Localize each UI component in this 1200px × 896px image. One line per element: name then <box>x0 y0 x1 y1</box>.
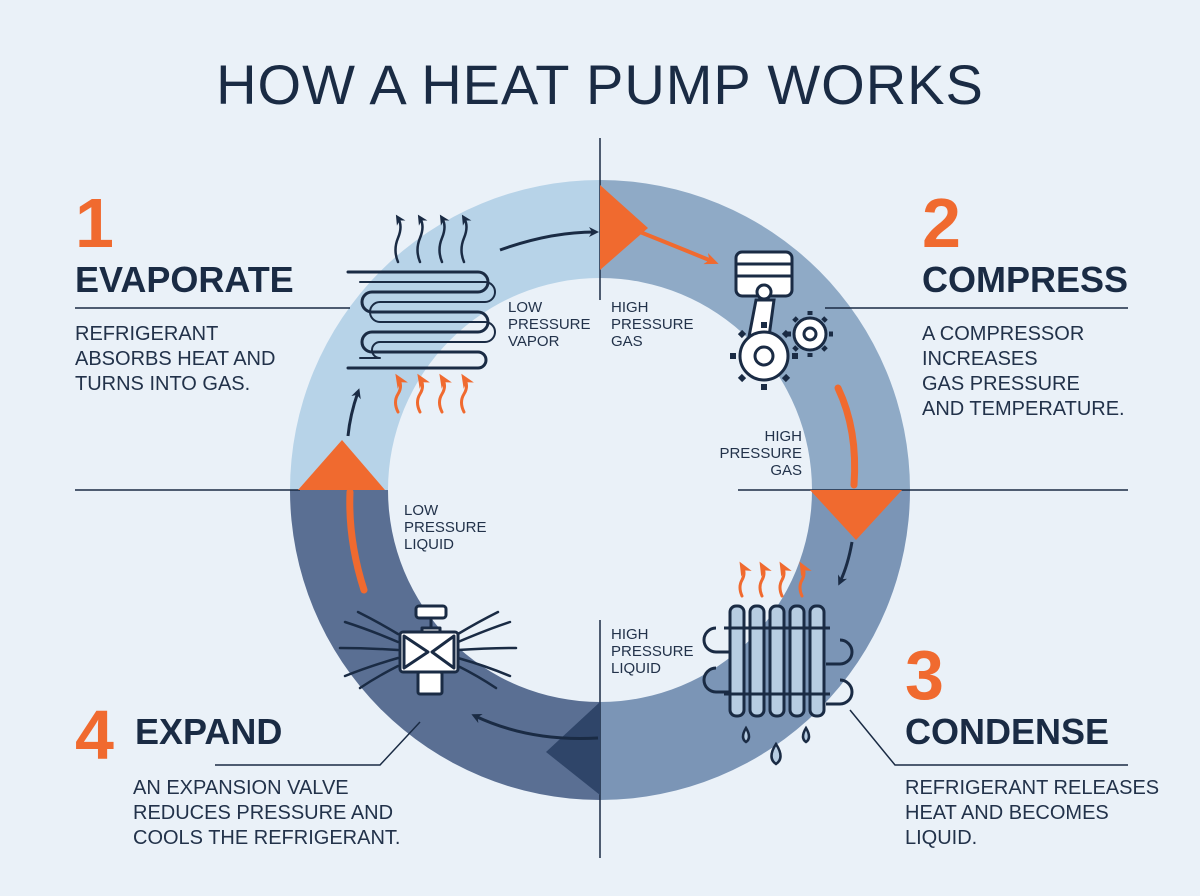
flow-arrow-orange-right <box>834 384 859 489</box>
triangle-marker-right <box>810 490 902 540</box>
large-gear <box>730 322 798 390</box>
compressor-piston-gear-icon <box>730 250 833 390</box>
flow-arrow-top <box>499 227 599 252</box>
step-1-description: REFRIGERANT ABSORBS HEAT AND TURNS INTO … <box>75 323 276 395</box>
step-4-number: 4 <box>75 696 114 774</box>
flow-arrow-orange-top <box>639 230 719 265</box>
state-label-low-pressure-vapor: LOW PRESSURE VAPOR <box>508 299 591 350</box>
step-2-description: A COMPRESSOR INCREASES GAS PRESSURE AND … <box>922 323 1125 420</box>
step-4-description: AN EXPANSION VALVE REDUCES PRESSURE AND … <box>133 777 401 849</box>
step-1-number: 1 <box>75 184 114 262</box>
state-label-low-pressure-liquid: LOW PRESSURE LIQUID <box>404 502 487 553</box>
step-4-heading: EXPAND <box>135 711 283 752</box>
step-1-heading: EVAPORATE <box>75 259 294 300</box>
state-label-high-pressure-gas-right: HIGH PRESSURE GAS <box>719 428 802 479</box>
step-2-number: 2 <box>922 184 961 262</box>
flow-arrow-right <box>838 541 854 586</box>
small-gear <box>787 311 833 357</box>
flow-arrow-bottom <box>471 714 599 740</box>
page-title: HOW A HEAT PUMP WORKS <box>216 53 984 116</box>
evaporator-coil-icon <box>346 214 496 414</box>
step-3-description: REFRIGERANT RELEASES HEAT AND BECOMES LI… <box>905 777 1160 849</box>
condenser-radiator-icon <box>702 561 854 766</box>
state-label-high-pressure-liquid: HIGH PRESSURE LIQUID <box>611 626 694 677</box>
flow-arrow-orange-left <box>346 488 368 594</box>
triangle-marker-top <box>600 185 648 270</box>
expansion-valve-icon <box>338 604 518 696</box>
state-label-high-pressure-gas-top: HIGH PRESSURE GAS <box>611 299 694 350</box>
step-3-heading: CONDENSE <box>905 711 1110 752</box>
flow-arrow-left <box>346 388 361 437</box>
triangle-marker-bottom <box>546 702 600 795</box>
step-2-heading: COMPRESS <box>922 259 1129 300</box>
step-3-number: 3 <box>905 636 944 714</box>
ring-quadrant-evaporate <box>290 180 600 490</box>
triangle-marker-left <box>298 440 385 490</box>
